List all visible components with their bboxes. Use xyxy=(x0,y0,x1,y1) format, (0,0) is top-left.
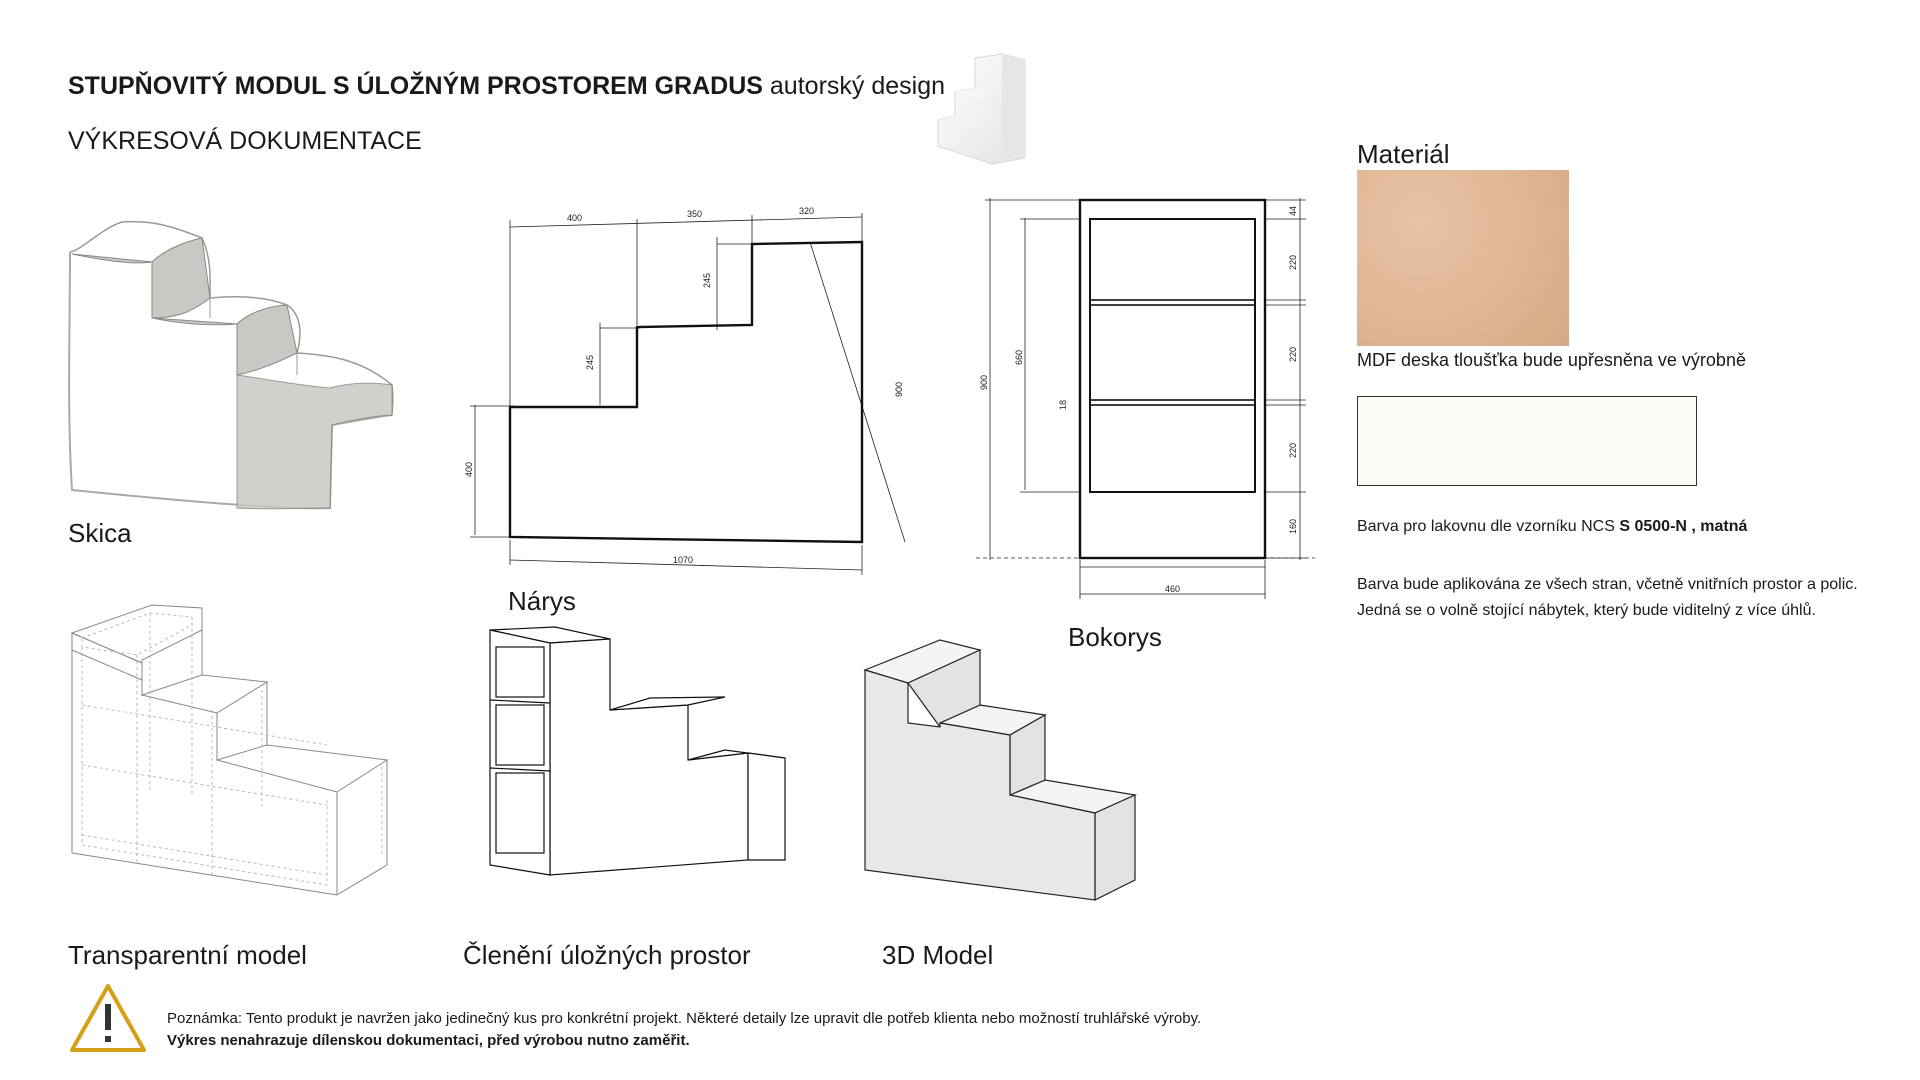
front-view-drawing: 400 350 320 245 245 400 900 1070 xyxy=(465,206,906,575)
page-title: STUPŇOVITÝ MODUL S ÚLOŽNÝM PROSTOREM GRA… xyxy=(68,72,945,101)
paint-code: S 0500-N , matná xyxy=(1619,518,1748,535)
label-sketch: Skica xyxy=(68,518,132,548)
dim-compartment-3: 220 xyxy=(1288,443,1298,458)
note-line-1: Poznámka: Tento produkt je navržen jako … xyxy=(167,1010,1202,1027)
material-description: MDF deska tloušťka bude upřesněna ve výr… xyxy=(1357,350,1746,370)
storage-subdivision-drawing xyxy=(489,626,786,876)
dim-side-width: 460 xyxy=(1165,584,1180,594)
dim-top: 44 xyxy=(1288,206,1298,216)
dim-compartment-1: 220 xyxy=(1288,255,1298,270)
dim-step-lower: 245 xyxy=(585,355,595,370)
transparent-model-drawing xyxy=(70,604,389,896)
model-3d-drawing xyxy=(863,639,1138,901)
product-thumbnail xyxy=(937,53,1026,165)
paint-apply-line-1: Barva bude aplikována ze všech stran, vč… xyxy=(1357,576,1858,593)
paint-prefix: Barva pro lakovnu dle vzorníku NCS xyxy=(1357,518,1615,535)
side-view-drawing: 900 660 18 44 220 220 220 160 460 xyxy=(976,198,1315,599)
dim-total-width: 1070 xyxy=(673,555,693,565)
dim-w2: 350 xyxy=(687,209,702,219)
dim-total-height: 900 xyxy=(894,382,904,397)
note-line-2: Výkres nenahrazuje dílenskou dokumentaci… xyxy=(167,1032,690,1049)
dim-w1: 400 xyxy=(567,213,582,223)
paint-application: Barva bude aplikována ze všech stran, vč… xyxy=(1357,572,1858,624)
label-front: Nárys xyxy=(508,586,576,616)
dim-compartment-2: 220 xyxy=(1288,347,1298,362)
sketch-drawing xyxy=(68,220,394,510)
label-3d-model: 3D Model xyxy=(882,940,994,970)
dim-inner-height: 660 xyxy=(1014,350,1024,365)
dim-w3: 320 xyxy=(799,206,814,216)
title-rest: autorský design xyxy=(769,72,946,100)
title-bold: STUPŇOVITÝ MODUL S ÚLOŽNÝM PROSTOREM GRA… xyxy=(68,72,763,100)
warning-icon xyxy=(70,984,146,1052)
page-subtitle: VÝKRESOVÁ DOKUMENTACE xyxy=(68,127,422,155)
dim-step-upper: 245 xyxy=(702,273,712,288)
label-side: Bokorys xyxy=(1068,622,1162,652)
material-title: Materiál xyxy=(1357,139,1450,169)
paint-apply-line-2: Jedná se o volně stojící nábytek, který … xyxy=(1357,602,1816,619)
material-swatch xyxy=(1357,170,1569,346)
note: Poznámka: Tento produkt je navržen jako … xyxy=(167,1008,1201,1052)
paint-color-swatch xyxy=(1357,396,1697,486)
label-transparent: Transparentní model xyxy=(68,940,307,970)
dim-shelf-thickness: 18 xyxy=(1058,400,1068,410)
dim-base-height: 400 xyxy=(465,462,474,477)
label-storage: Členění úložných prostor xyxy=(463,940,751,970)
dim-side-height: 900 xyxy=(979,375,989,390)
dim-bottom: 160 xyxy=(1288,519,1298,534)
paint-description: Barva pro lakovnu dle vzorníku NCS S 050… xyxy=(1357,518,1747,536)
